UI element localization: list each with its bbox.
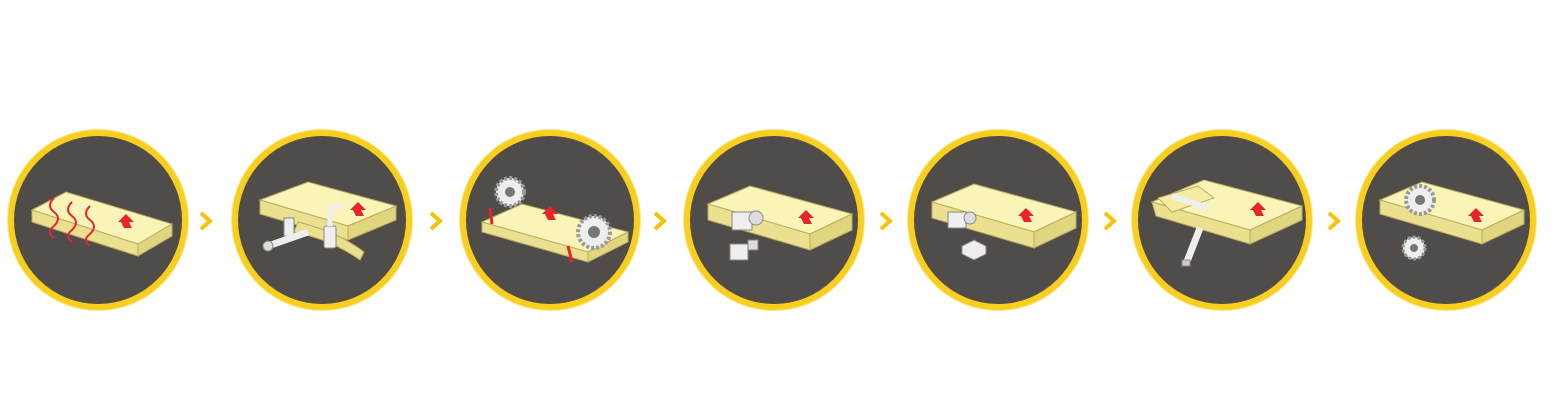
saw-blade-icon bbox=[576, 214, 612, 250]
feed-arrow-icon bbox=[1018, 208, 1034, 222]
step-scraping-illustration bbox=[1150, 179, 1304, 267]
chevron-right-icon bbox=[652, 210, 668, 232]
chevron-right-icon bbox=[1326, 210, 1342, 232]
step-fine-trimming-illustration bbox=[930, 183, 1078, 261]
feed-arrow-icon bbox=[798, 210, 814, 224]
scraper-icon bbox=[1171, 193, 1209, 267]
trimming-motor-icon bbox=[731, 210, 764, 231]
chevron-right-icon bbox=[1102, 210, 1118, 232]
heat-waves-icon bbox=[49, 197, 95, 247]
step-edge-banding-illustration bbox=[258, 181, 398, 261]
feed-arrow-icon bbox=[118, 214, 134, 228]
saw-blade-icon bbox=[494, 176, 526, 208]
trimming-motor-icon bbox=[947, 211, 977, 229]
step-fine-trimming bbox=[908, 130, 1088, 310]
trimming-motor-icon bbox=[729, 239, 759, 261]
feed-arrow-icon bbox=[1468, 208, 1484, 222]
step-edge-banding bbox=[232, 130, 412, 310]
chevron-right-icon bbox=[428, 210, 444, 232]
board-icon bbox=[1378, 181, 1526, 245]
pressure-roller-icon bbox=[262, 217, 310, 252]
board-icon bbox=[1150, 179, 1304, 245]
step-buffing-illustration bbox=[1378, 181, 1526, 261]
feed-arrow-icon bbox=[350, 202, 366, 216]
step-rough-trimming-illustration bbox=[706, 185, 854, 261]
chevron-right-icon bbox=[198, 210, 214, 232]
step-rough-trimming bbox=[684, 130, 864, 310]
feed-arrow-icon bbox=[542, 206, 558, 220]
step-buffing bbox=[1356, 130, 1536, 310]
feed-arrow-icon bbox=[1250, 202, 1266, 216]
step-end-trimming-illustration bbox=[480, 176, 630, 263]
step-heating-illustration bbox=[30, 191, 174, 257]
step-scraping bbox=[1132, 130, 1312, 310]
glue-nozzle-icon bbox=[323, 203, 342, 249]
step-end-trimming bbox=[460, 130, 640, 310]
buffing-wheel-icon bbox=[1404, 184, 1436, 216]
board-icon bbox=[30, 191, 174, 257]
buffing-wheel-icon bbox=[1401, 235, 1427, 261]
chevron-right-icon bbox=[878, 210, 894, 232]
cutter-icon bbox=[961, 239, 987, 261]
step-heating bbox=[8, 130, 188, 310]
board-icon bbox=[706, 185, 854, 251]
